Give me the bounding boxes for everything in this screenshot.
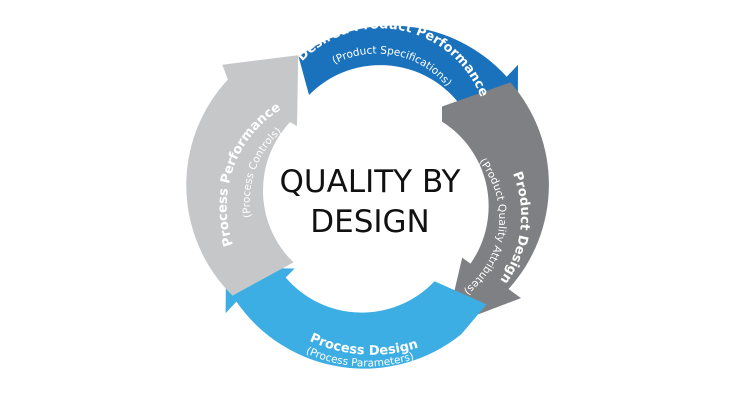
- segment-product-arrow: [442, 82, 549, 327]
- center-title-line-1: QUALITY BY: [280, 164, 461, 200]
- center-title-line-2: DESIGN: [310, 204, 430, 240]
- segment-process-design-arrow: [225, 267, 487, 369]
- segment-process-perf-arrow: [186, 55, 299, 296]
